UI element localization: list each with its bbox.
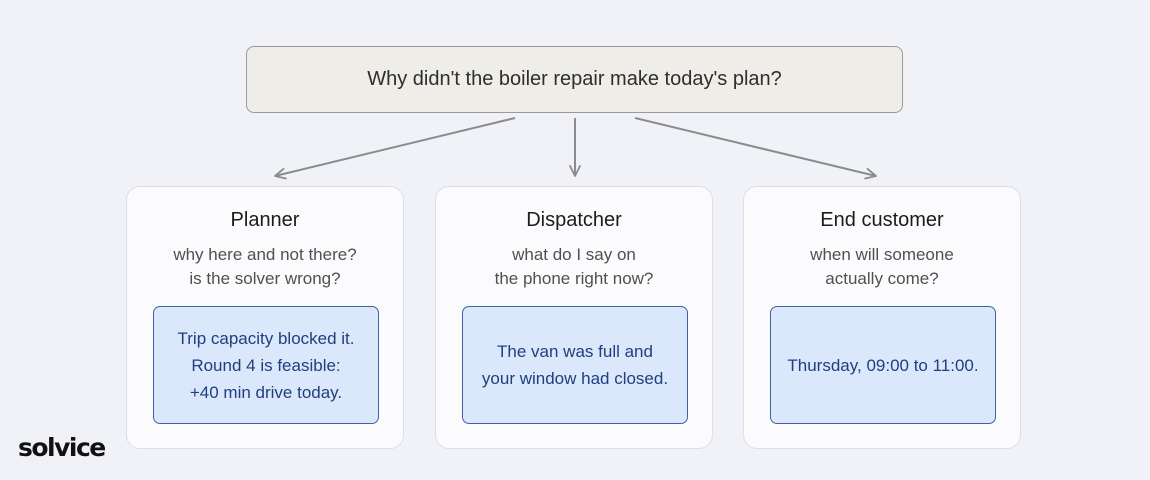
central-question-text: Why didn't the boiler repair make today'… [367, 68, 782, 90]
arrow-to-planner [274, 117, 516, 180]
end-customer-title: End customer [820, 209, 944, 231]
dispatcher-answer: The van was full and your window had clo… [462, 306, 688, 424]
dispatcher-title: Dispatcher [526, 209, 622, 231]
end-customer-card: End customer when will someone actually … [743, 186, 1021, 449]
dispatcher-question: what do I say on the phone right now? [494, 245, 654, 288]
solvice-logo: solvice [18, 433, 106, 462]
arrow-to-end-customer [634, 117, 877, 180]
dispatcher-card: Dispatcher what do I say on the phone ri… [435, 186, 713, 449]
end-customer-answer: Thursday, 09:00 to 11:00. [770, 306, 996, 424]
central-question: Why didn't the boiler repair make today'… [246, 46, 903, 113]
end-customer-question: when will someone actually come? [810, 245, 954, 288]
planner-answer: Trip capacity blocked it. Round 4 is fea… [153, 306, 379, 424]
planner-card: Planner why here and not there? is the s… [126, 186, 404, 449]
planner-question: why here and not there? is the solver wr… [173, 245, 357, 288]
planner-title: Planner [230, 209, 300, 231]
